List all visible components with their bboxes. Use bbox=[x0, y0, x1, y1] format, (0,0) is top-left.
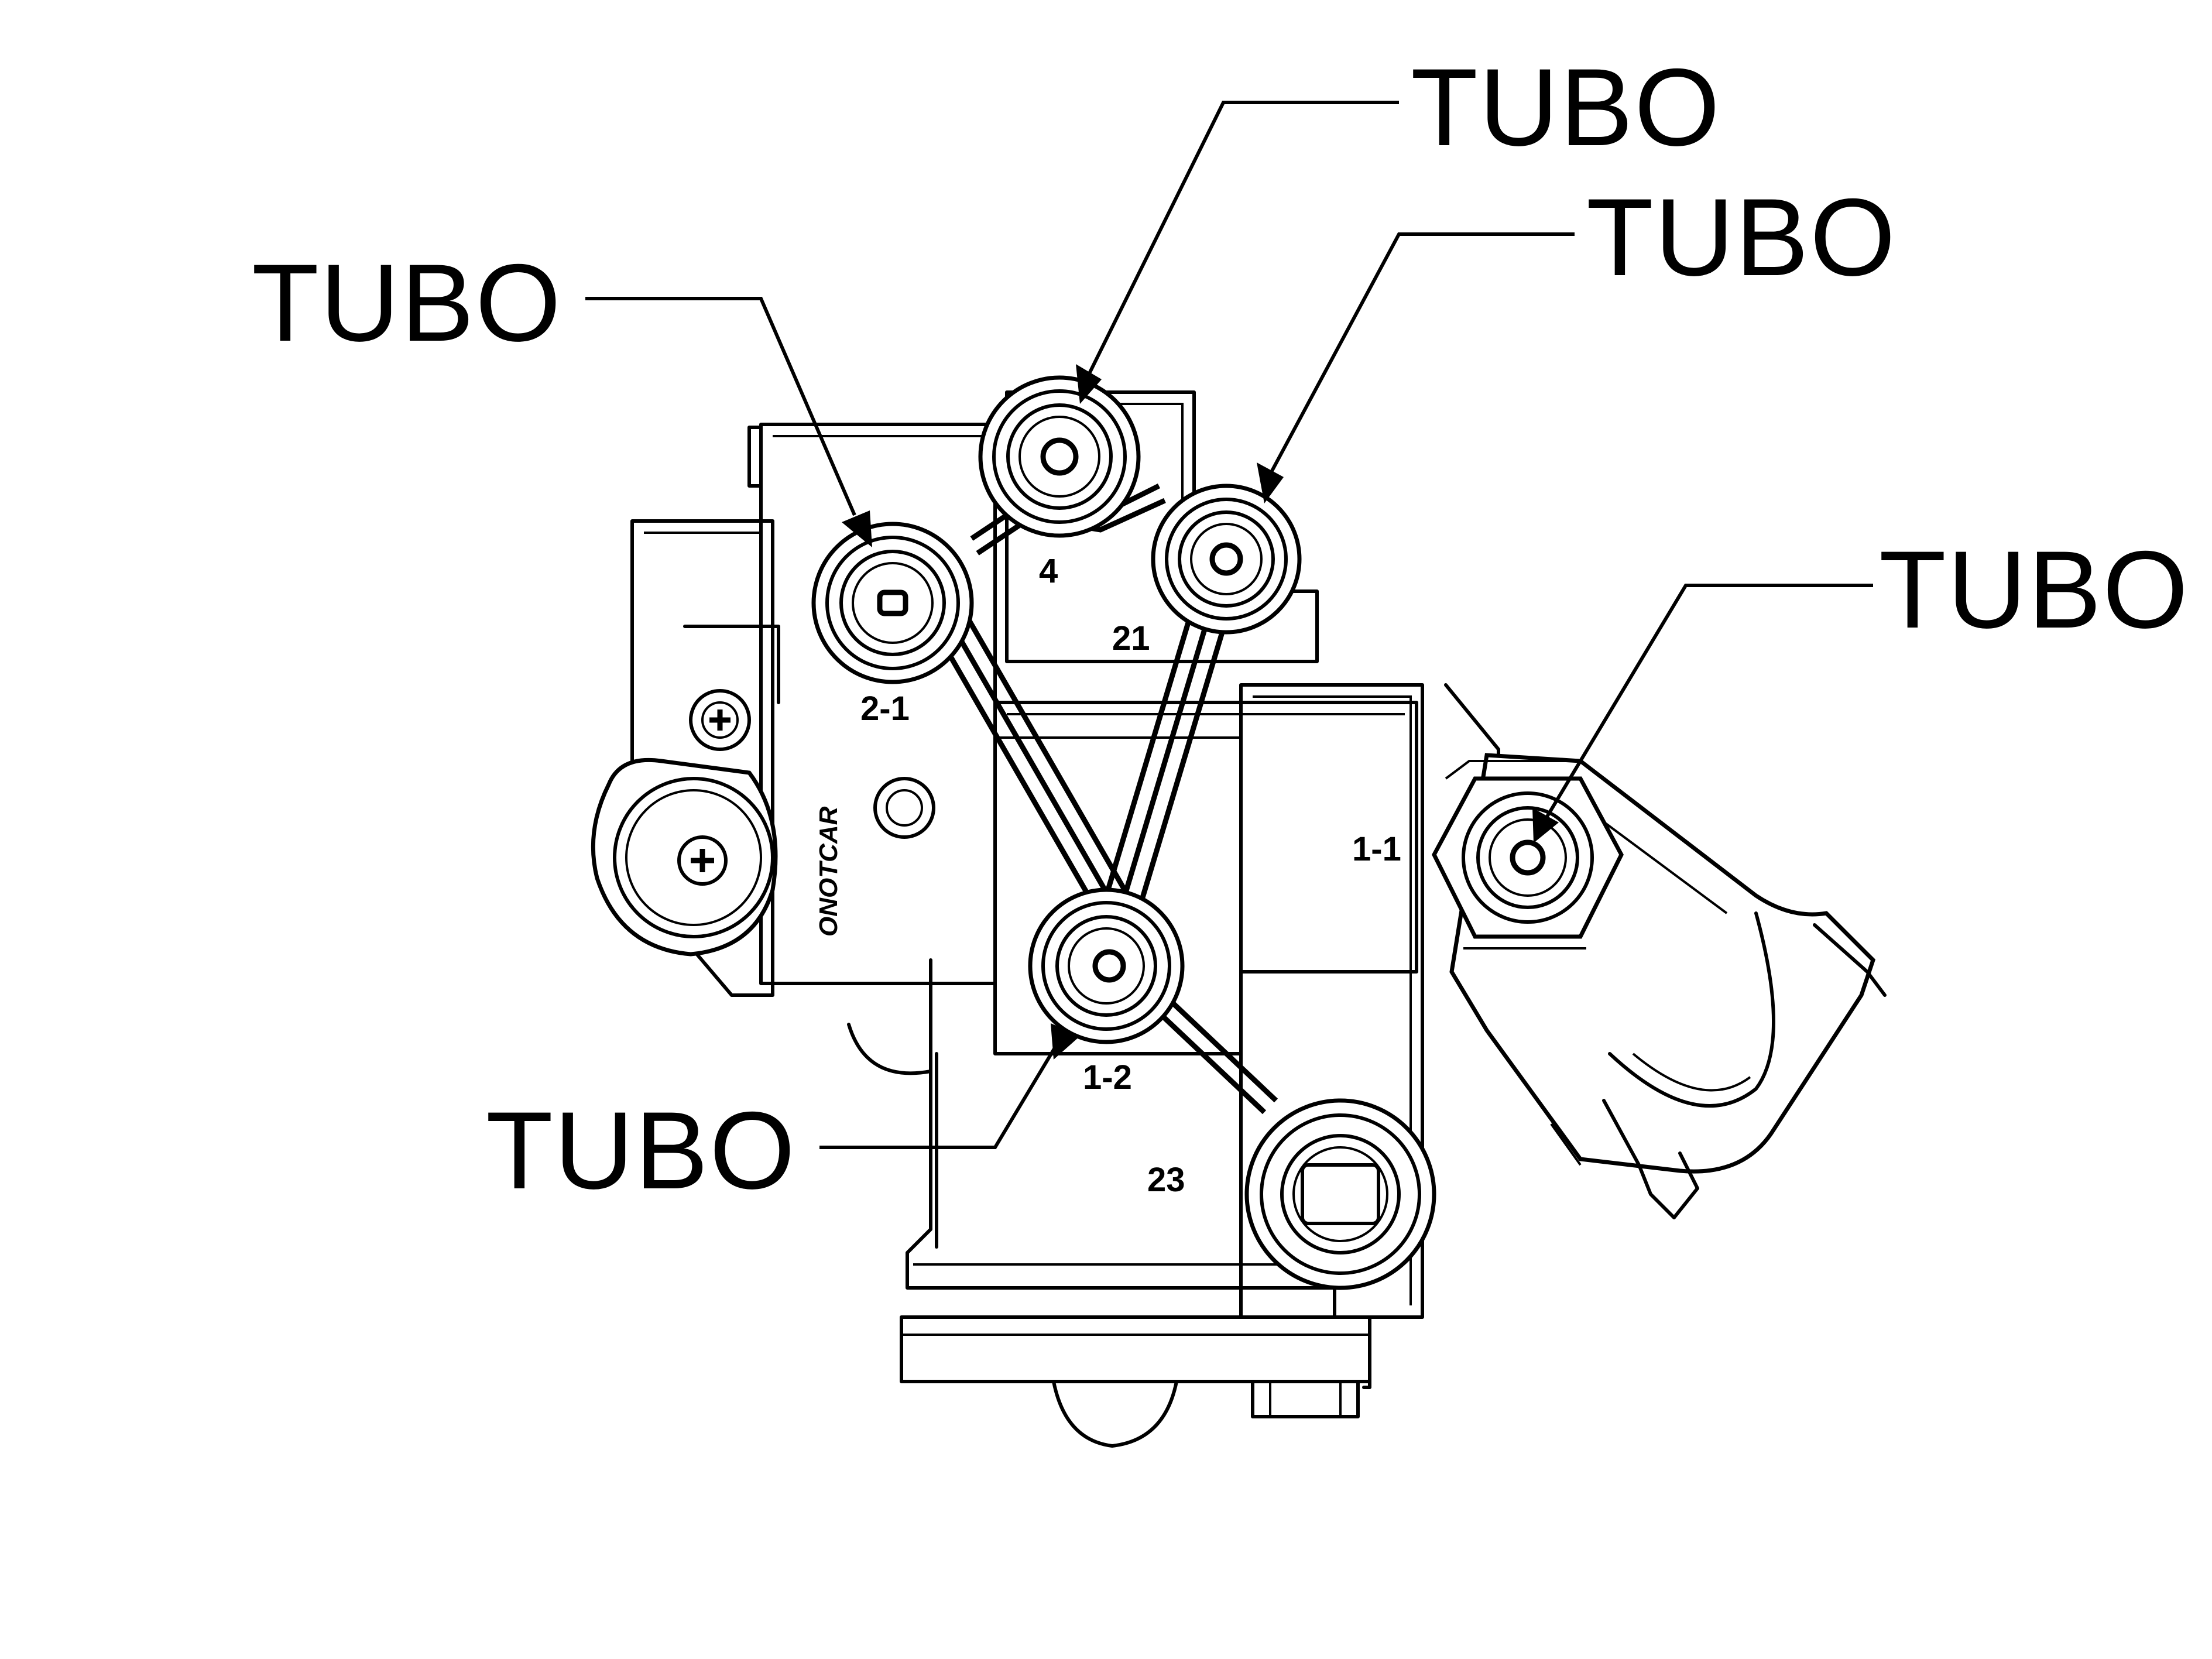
callout-label-bottom: TUBO bbox=[486, 1089, 796, 1212]
fitting-1-2 bbox=[1028, 887, 1185, 1044]
port-label-1-1: 1-1 bbox=[1352, 830, 1401, 868]
callout-label-right: TUBO bbox=[1879, 528, 2189, 651]
tube-routing bbox=[934, 483, 1278, 1115]
port-label-4: 4 bbox=[1039, 552, 1058, 590]
tube-fittings bbox=[811, 375, 1624, 1290]
callout-leaders bbox=[585, 101, 1873, 1149]
valve-body bbox=[591, 390, 1887, 1448]
port-label-2-1: 2-1 bbox=[860, 690, 910, 728]
fitting-4 bbox=[978, 375, 1141, 538]
port-label-21: 21 bbox=[1112, 619, 1150, 657]
fitting-1-1 bbox=[1432, 760, 1624, 950]
callout-label-top: TUBO bbox=[1411, 46, 1721, 169]
port-label-23: 23 bbox=[1147, 1161, 1185, 1199]
fitting-2-1 bbox=[811, 522, 974, 684]
brand-logo-text: ONOTCAR bbox=[814, 806, 843, 937]
fitting-23 bbox=[1244, 1098, 1436, 1290]
port-labels: 4 21 2-1 1-1 1-2 23 ONOTCAR bbox=[814, 552, 1401, 1199]
callout-label-left: TUBO bbox=[252, 241, 562, 364]
callout-label-upper-right: TUBO bbox=[1586, 176, 1897, 299]
port-label-1-2: 1-2 bbox=[1083, 1058, 1132, 1096]
callout-labels: TUBO TUBO TUBO TUBO TUBO bbox=[252, 46, 2189, 1212]
fitting-21 bbox=[1151, 484, 1302, 635]
